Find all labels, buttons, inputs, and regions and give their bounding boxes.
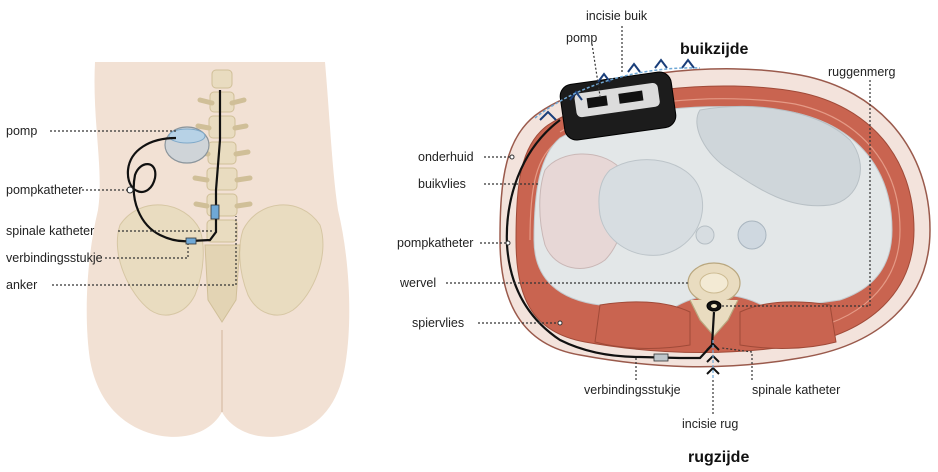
label-incisie-buik: incisie buik — [586, 9, 648, 23]
leader-dot-onderhuid — [510, 155, 514, 159]
label-buikzijde: buikzijde — [680, 41, 749, 58]
label-wervel: wervel — [399, 276, 436, 290]
label-rugzijde: rugzijde — [688, 449, 749, 466]
label-spiervlies: spiervlies — [412, 316, 464, 330]
label-ruggenmerg: ruggenmerg — [828, 65, 895, 79]
label-pomp-left: pomp — [6, 124, 37, 138]
label-anker-left: anker — [6, 278, 37, 292]
anchor-piece — [211, 205, 219, 219]
label-pompkatheter-left: pompkatheter — [6, 183, 82, 197]
back-muscle-left — [595, 302, 690, 349]
kidney-organ — [738, 221, 766, 249]
label-pompkatheter-right: pompkatheter — [397, 236, 473, 250]
back-view-figure: pomp pompkatheter spinale katheter verbi… — [6, 62, 349, 437]
label-verbindingsstukje-right: verbindingsstukje — [584, 383, 681, 397]
vertebra-body-inner — [700, 273, 728, 293]
label-onderhuid: onderhuid — [418, 150, 474, 164]
connector-section — [654, 354, 668, 361]
label-buikvlies: buikvlies — [418, 177, 466, 191]
cross-section-figure: incisie buik pomp buikzijde ruggenmerg o… — [397, 9, 930, 466]
label-spinale-katheter-left: spinale katheter — [6, 224, 94, 238]
spinal-cord-inner — [711, 304, 717, 308]
label-pomp-right: pomp — [566, 31, 597, 45]
leader-dot-spiervlies — [558, 321, 562, 325]
intestine-organ — [599, 160, 703, 256]
label-incisie-rug: incisie rug — [682, 417, 738, 431]
aorta-vessel — [696, 226, 714, 244]
connector-piece — [186, 238, 196, 244]
label-spinale-katheter-right: spinale katheter — [752, 383, 840, 397]
back-muscle-right — [740, 302, 836, 349]
leader-dot-pompkatheter — [506, 241, 510, 245]
label-verbindingsstukje-left: verbindingsstukje — [6, 251, 103, 265]
